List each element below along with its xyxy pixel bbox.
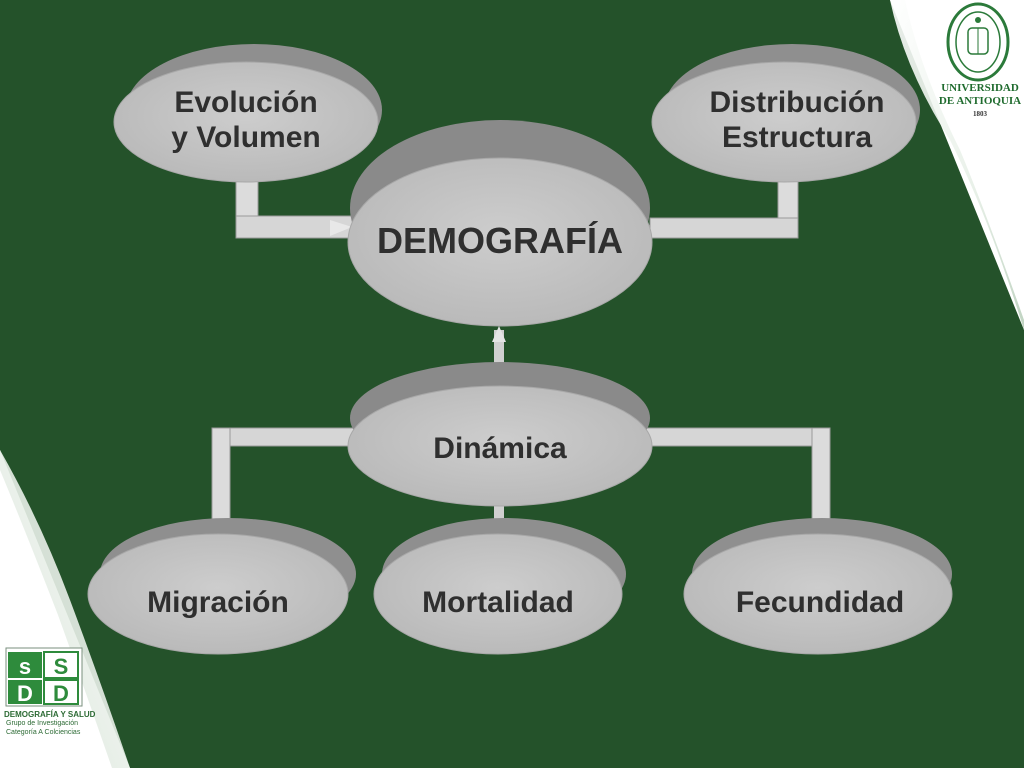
svg-text:D: D (53, 681, 69, 706)
svg-text:s: s (19, 654, 31, 679)
page-curl-top-right (890, 0, 1024, 330)
node-top-right-shape (651, 44, 920, 183)
university-name-line2: DE ANTIOQUIA (938, 95, 1022, 107)
group-name-line3: Categoría A Colciencias (6, 729, 81, 736)
node-top-right-label: Distribución Estructura (672, 86, 922, 155)
university-name-line1: UNIVERSIDAD (941, 82, 1019, 94)
node-top-left-shape (113, 44, 382, 183)
university-year: 1803 (973, 110, 987, 118)
group-name-line2: Grupo de Investigación (6, 720, 78, 727)
node-bottom-center-shape (373, 518, 626, 655)
connector-middle-up (492, 326, 506, 388)
node-bottom-right-label: Fecundidad (735, 586, 905, 619)
svg-text:S: S (54, 654, 69, 679)
node-top-left-label: Evolución y Volumen (126, 86, 366, 155)
connector-top-left (235, 175, 357, 239)
node-bottom-left-shape (87, 518, 356, 655)
node-top-right-line1: Distribución (709, 86, 885, 119)
node-bottom-right-shape (683, 518, 953, 655)
connector-left-branch (211, 427, 363, 539)
node-top-left-line2: y Volumen (171, 120, 321, 154)
university-seal-icon (946, 2, 1010, 82)
connector-right-branch (639, 427, 831, 539)
node-center-label: DEMOGRAFÍA (377, 220, 623, 261)
node-center-shape (347, 120, 653, 327)
group-logo-icon: s S D D (5, 647, 83, 707)
page-curl-bottom-left (0, 450, 130, 768)
group-name-line1: DEMOGRAFÍA Y SALUD (4, 710, 96, 719)
node-top-right-line2: Estructura (721, 120, 873, 154)
node-top-left-line1: Evolución (174, 86, 318, 119)
node-middle-label: Dinámica (433, 432, 567, 465)
svg-text:D: D (17, 681, 33, 706)
node-bottom-left-label: Migración (147, 586, 289, 619)
node-middle-shape (347, 362, 653, 507)
node-bottom-center-label: Mortalidad (422, 586, 574, 619)
